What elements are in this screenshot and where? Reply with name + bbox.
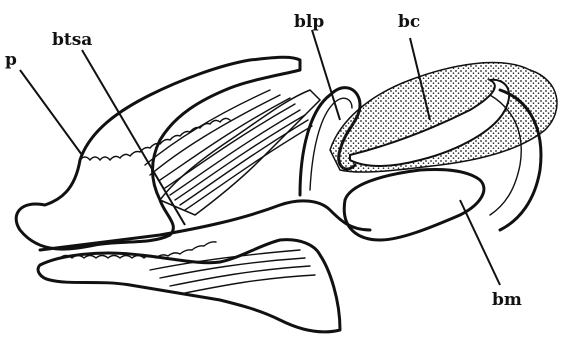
label-bc: bc (398, 12, 420, 32)
fibrous-region (160, 90, 320, 215)
leader-btsa (82, 50, 185, 225)
lower-fiber-lines (150, 250, 315, 294)
lower-left-mass (38, 240, 340, 332)
label-blp: blp (294, 12, 324, 32)
leader-blp (312, 30, 340, 120)
label-btsa: btsa (52, 30, 92, 50)
label-bm: bm (492, 290, 522, 310)
label-p: p (5, 50, 17, 70)
fibrous-band (145, 90, 320, 215)
lower-mass-shape (38, 240, 340, 332)
leader-p (20, 70, 82, 155)
upper-right-mass (330, 63, 557, 230)
